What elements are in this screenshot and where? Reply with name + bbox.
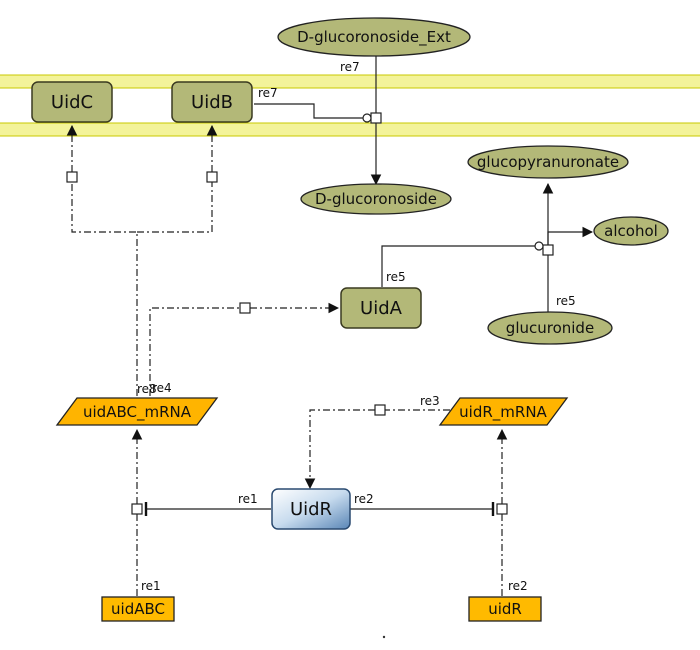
reaction-label-re4: re4 <box>152 381 172 395</box>
node-uidr-protein[interactable]: UidR <box>271 488 351 530</box>
reaction-label-re5-bottom: re5 <box>556 294 576 308</box>
edge-re1 <box>131 428 271 596</box>
node-uidr-mrna-label: uidR_mRNA <box>459 403 547 422</box>
reaction-label-re2-top: re2 <box>354 492 374 506</box>
node-uidc[interactable]: UidC <box>31 81 113 123</box>
stray-dot <box>382 635 386 639</box>
node-d-glucoronoside-label: D-glucoronoside <box>315 190 437 208</box>
node-d-glucoronoside-ext[interactable]: D-glucoronoside_Ext <box>277 17 471 57</box>
reaction-label-re1-bottom: re1 <box>141 579 161 593</box>
edge-re2 <box>348 428 508 596</box>
node-uidr-mrna[interactable]: uidR_mRNA <box>438 397 569 426</box>
edge-re8 <box>66 124 218 396</box>
node-uidr-gene[interactable]: uidR <box>468 596 542 622</box>
node-alcohol-label: alcohol <box>604 222 658 240</box>
node-glucopyranuronate[interactable]: glucopyranuronate <box>467 145 629 179</box>
node-alcohol[interactable]: alcohol <box>593 216 669 246</box>
node-glucopyranuronate-label: glucopyranuronate <box>477 153 619 171</box>
node-uidb-label: UidB <box>191 92 233 113</box>
node-uidabc-mrna-label: uidABC_mRNA <box>83 403 192 422</box>
node-glucuronide-label: glucuronide <box>506 319 594 337</box>
node-d-glucoronoside[interactable]: D-glucoronoside <box>300 183 452 215</box>
reaction-label-re2-bottom: re2 <box>508 579 528 593</box>
node-uidr-gene-label: uidR <box>488 600 522 618</box>
node-d-glucoronoside-ext-label: D-glucoronoside_Ext <box>297 28 451 47</box>
reaction-label-re5-top: re5 <box>386 270 406 284</box>
reaction-label-re7-side: re7 <box>258 86 278 100</box>
node-uidb[interactable]: UidB <box>171 81 253 123</box>
node-uidabc-gene[interactable]: uidABC <box>101 596 175 622</box>
reaction-label-re7-top: re7 <box>340 60 360 74</box>
node-uidc-label: UidC <box>51 92 93 113</box>
edge-re4 <box>149 302 340 396</box>
node-glucuronide[interactable]: glucuronide <box>487 311 613 345</box>
node-uidr-protein-label: UidR <box>290 499 332 520</box>
node-uida[interactable]: UidA <box>340 287 422 329</box>
reaction-label-re3: re3 <box>420 394 440 408</box>
reaction-label-re1-top: re1 <box>238 492 258 506</box>
node-uida-label: UidA <box>360 298 403 319</box>
edge-re5 <box>381 182 594 314</box>
edge-re7 <box>254 52 382 186</box>
reaction-label-re8: re8 <box>137 382 157 396</box>
node-uidabc-gene-label: uidABC <box>111 600 165 618</box>
node-uidabc-mrna[interactable]: uidABC_mRNA <box>55 397 219 426</box>
edge-re3 <box>304 404 450 490</box>
